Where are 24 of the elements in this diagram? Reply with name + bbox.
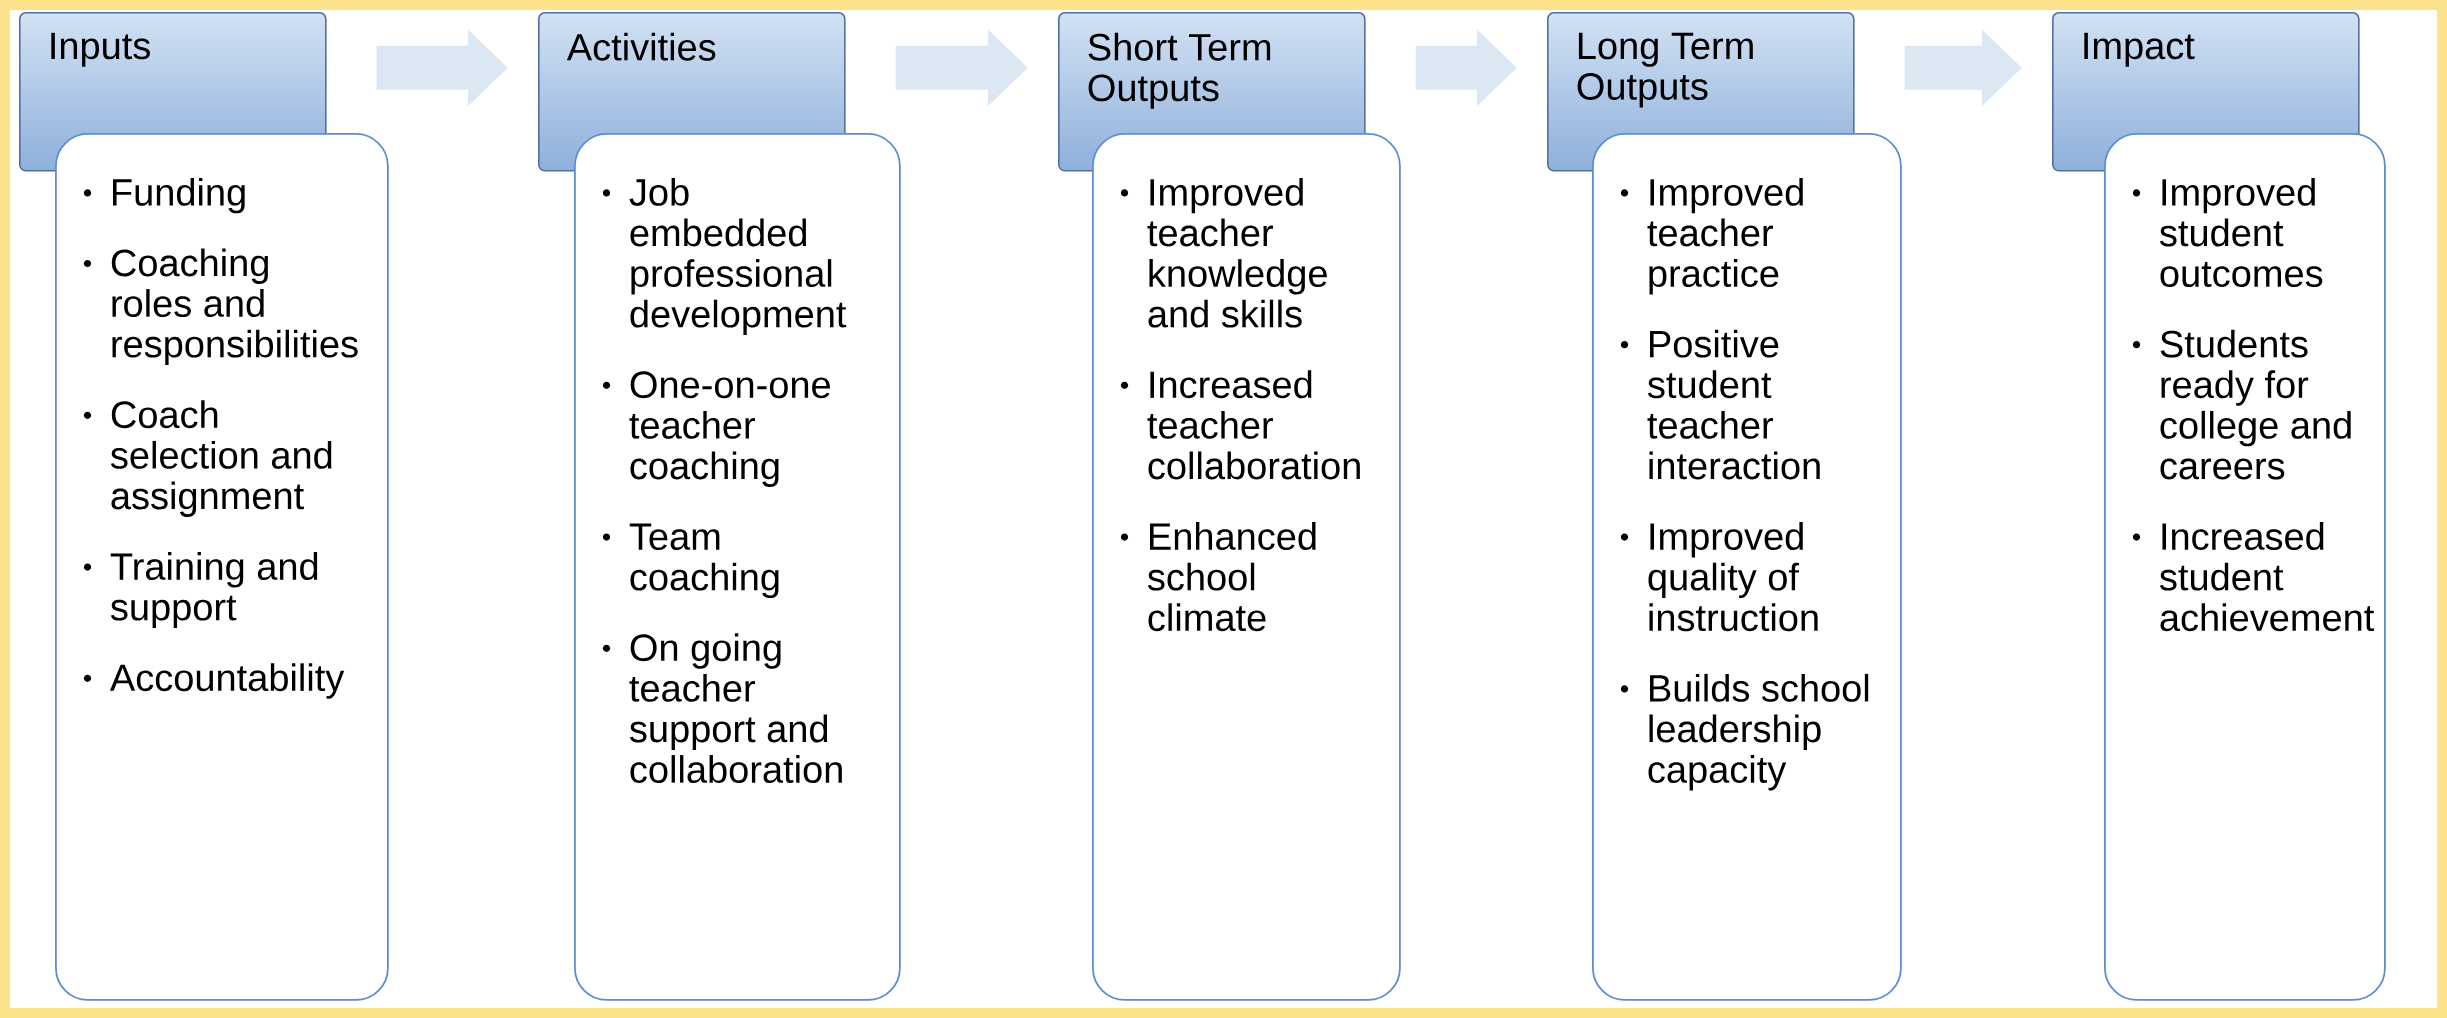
- bullet-item: Accountability: [109, 663, 345, 699]
- list-card: [1592, 133, 1902, 1001]
- bullet-item: Improved teacher practice: [1647, 177, 1803, 295]
- list-card: [2104, 133, 2386, 1001]
- bullet-item: One-on-one teacher coaching: [629, 371, 830, 487]
- bullet-item: Improved teacher knowledge and skills: [1147, 177, 1327, 328]
- bullet-item: Job embedded professional development: [629, 177, 847, 336]
- bullet-item: Builds school leadership capacity: [1648, 673, 1869, 791]
- bullet-item: Coach selection and assignment: [110, 400, 332, 517]
- bullet-item: Team coaching: [629, 523, 779, 599]
- bullet-item: Funding: [113, 177, 245, 214]
- bullet-item: Increased student achievement: [2160, 522, 2375, 632]
- bullet-item: Improved student outcomes: [2160, 177, 2323, 287]
- list-card: [574, 133, 901, 1001]
- list-card: [1092, 133, 1401, 1001]
- bullet-item: Coaching roles and responsibilities: [111, 248, 358, 366]
- bullet-item: On going teacher support and collaboration: [629, 633, 842, 783]
- bullet-item: Improved quality of instruction: [1648, 522, 1818, 632]
- bullet-item: Enhanced school climate: [1148, 522, 1316, 632]
- bullet-item: Positive student teacher interaction: [1647, 329, 1820, 480]
- bullet-item: Increased teacher collaboration: [1147, 370, 1360, 480]
- list-card: [55, 133, 389, 1001]
- bullet-item: Training and support: [110, 552, 318, 629]
- bullet-item: Students ready for college and careers: [2160, 329, 2351, 480]
